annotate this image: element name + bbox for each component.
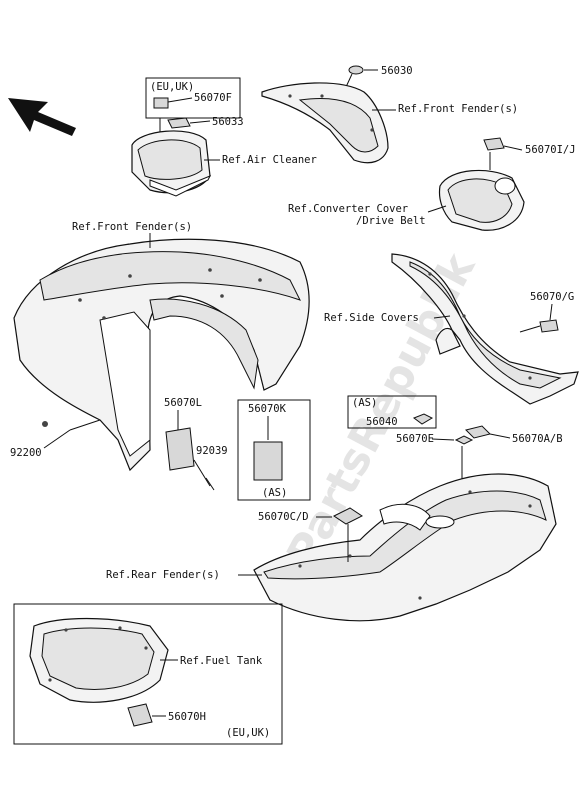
decal-56070F — [153, 97, 169, 109]
label-56033: 56033 — [212, 116, 244, 128]
front-fender-main — [13, 238, 310, 472]
label-56070L: 56070L — [164, 397, 202, 409]
as-small-label: (AS) — [352, 397, 377, 409]
label-56070G: 56070/G — [530, 291, 574, 303]
ref-air-cleaner-label: Ref.Air Cleaner — [222, 154, 317, 166]
ref-front-fender-top-label: Ref.Front Fender(s) — [398, 103, 518, 115]
label-56070AB: 56070A/B — [512, 433, 563, 445]
label-56030: 56030 — [381, 65, 413, 77]
decal-56040 — [412, 413, 434, 425]
decal-56070H — [127, 703, 153, 727]
ref-fuel-tank-label: Ref.Fuel Tank — [180, 655, 263, 667]
air-cleaner-cover — [131, 130, 212, 197]
label-56040: 56040 — [366, 416, 398, 428]
fuel-tank — [29, 617, 169, 703]
eu-uk-box-top — [145, 77, 241, 119]
label-56070IJ: 56070I/J — [525, 144, 576, 156]
decal-56033 — [167, 117, 191, 129]
decal-56070E — [454, 435, 474, 445]
ref-converter-cover-label: Ref.Converter Cover — [288, 203, 408, 215]
eu-uk-label-top: (EU,UK) — [150, 81, 194, 93]
decal-56070K — [253, 441, 283, 481]
converter-cover — [438, 169, 525, 231]
as-box — [237, 399, 311, 501]
as-box-label: (AS) — [262, 487, 287, 499]
ref-rear-fender-label: Ref.Rear Fender(s) — [106, 569, 220, 581]
label-56070K: 56070K — [248, 403, 287, 415]
label-56070CD: 56070C/D — [258, 511, 309, 523]
decal-56070L — [165, 427, 195, 471]
fuel-tank-box — [13, 603, 283, 745]
eu-uk-label-bottom: (EU,UK) — [226, 727, 270, 739]
as-small-box — [347, 395, 437, 429]
label-92039: 92039 — [196, 445, 228, 457]
decal-56070CD — [333, 507, 363, 525]
front-fender-top — [261, 82, 389, 164]
decal-56030 — [348, 65, 364, 75]
drive-belt-label: /Drive Belt — [356, 215, 426, 227]
label-92200: 92200 — [10, 447, 42, 459]
rear-fender — [253, 473, 557, 622]
label-56070E: 56070E — [396, 433, 434, 445]
decal-56070IJ — [483, 137, 505, 151]
decal-56070G — [539, 319, 559, 333]
direction-arrow-icon — [8, 98, 76, 136]
decal-56070AB — [465, 425, 491, 439]
side-cover — [391, 253, 579, 405]
grommet-92200 — [42, 421, 48, 427]
label-56070F: 56070F — [194, 92, 232, 104]
label-56070H: 56070H — [168, 711, 206, 723]
ref-side-covers-label: Ref.Side Covers — [324, 312, 419, 324]
ref-front-fender-left-label: Ref.Front Fender(s) — [72, 221, 192, 233]
